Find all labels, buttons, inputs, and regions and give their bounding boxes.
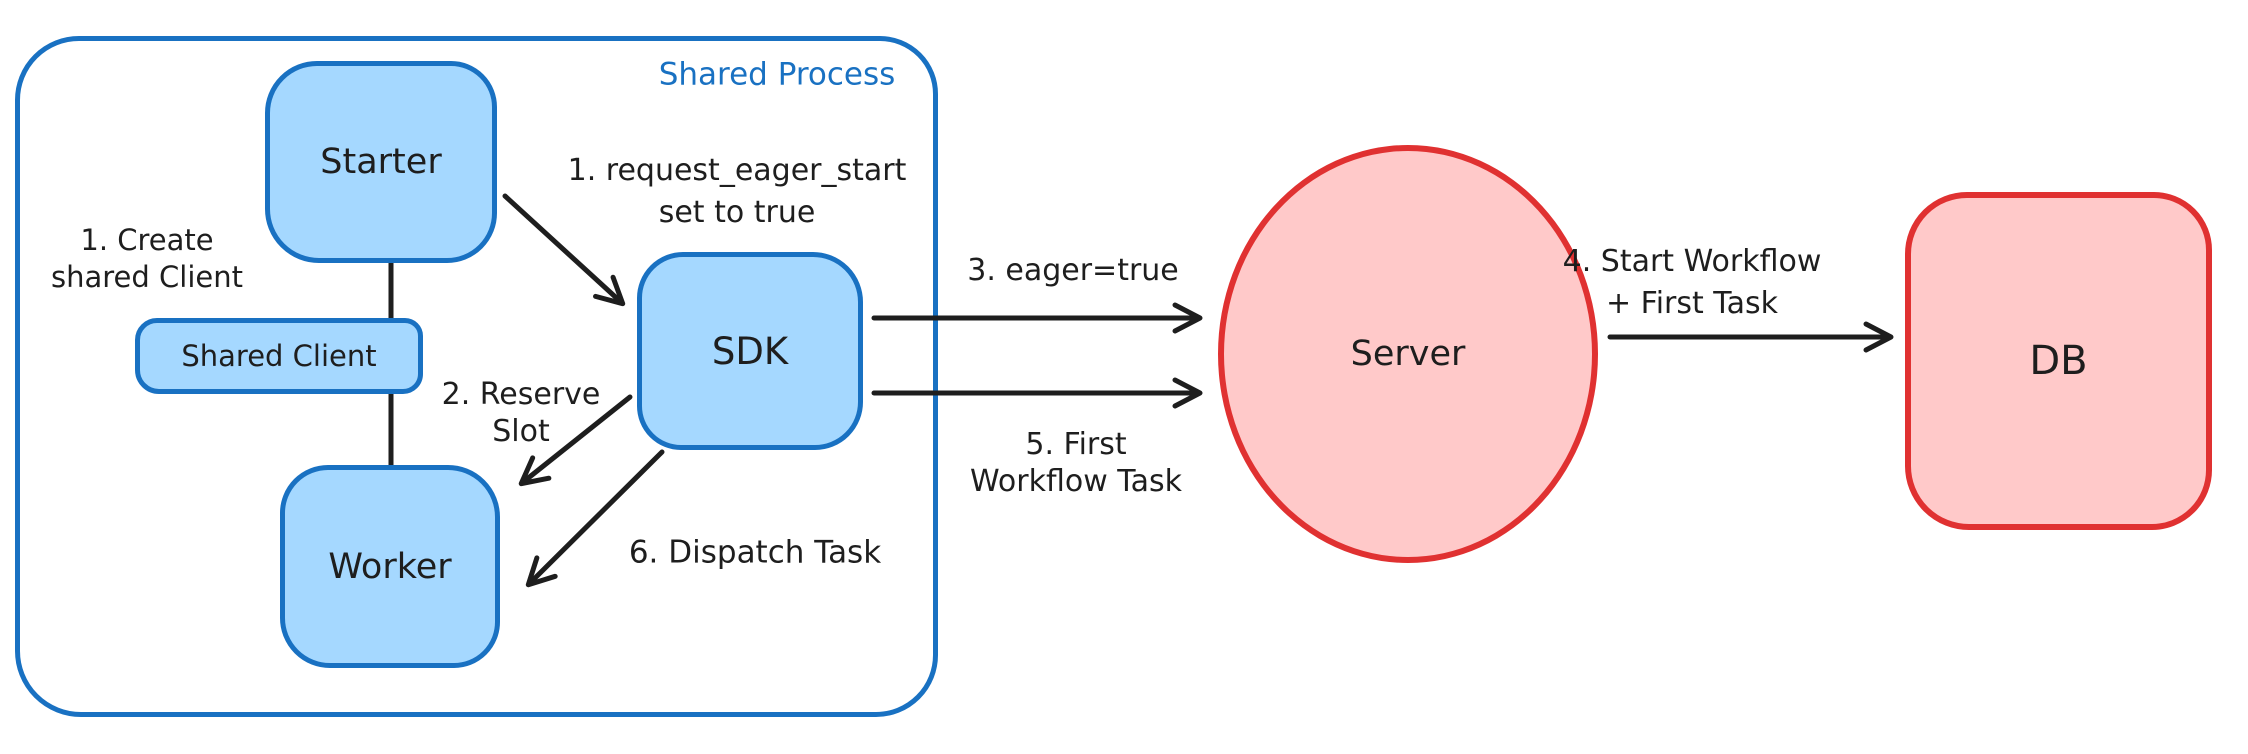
annotation-reserve-slot: 2. Reserve Slot <box>442 376 601 450</box>
node-server-label: Server <box>1350 334 1466 374</box>
shared-process-container <box>15 36 938 717</box>
annotation-first-workflow-task-line1: 5. First <box>1025 427 1127 462</box>
annotation-request-eager-start: 1. request_eager_start set to true <box>568 150 907 234</box>
node-db: DB <box>1905 192 2212 530</box>
annotation-reserve-slot-line2: Slot <box>492 414 550 450</box>
node-starter: Starter <box>265 61 497 263</box>
annotation-first-workflow-task: 5. First Workflow Task <box>970 427 1182 500</box>
annotation-request-eager-start-line1: 1. request_eager_start <box>567 153 907 188</box>
annotation-create-shared-client-line2: shared Client <box>51 260 243 295</box>
node-server: Server <box>1218 145 1598 563</box>
node-worker: Worker <box>280 465 500 668</box>
node-worker-label: Worker <box>328 546 452 587</box>
annotation-eager-true: 3. eager=true <box>967 253 1179 288</box>
node-shared-client: Shared Client <box>135 318 423 394</box>
annotation-start-workflow: 4. Start Workflow + First Task <box>1563 241 1822 325</box>
annotation-request-eager-start-line2: set to true <box>658 195 816 230</box>
annotation-start-workflow-line2: + First Task <box>1605 286 1779 321</box>
shared-process-label: Shared Process <box>658 56 896 93</box>
node-db-label: DB <box>2029 338 2088 384</box>
node-sdk-label: SDK <box>711 329 789 373</box>
annotation-start-workflow-line1: 4. Start Workflow <box>1562 244 1822 279</box>
node-shared-client-label: Shared Client <box>181 339 377 373</box>
annotation-dispatch-task: 6. Dispatch Task <box>628 534 882 571</box>
annotation-first-workflow-task-line2: Workflow Task <box>969 463 1183 499</box>
node-starter-label: Starter <box>320 142 442 182</box>
annotation-create-shared-client-line1: 1. Create <box>80 223 214 257</box>
node-sdk: SDK <box>637 252 863 450</box>
annotation-create-shared-client: 1. Create shared Client <box>51 222 243 296</box>
annotation-reserve-slot-line1: 2. Reserve <box>441 377 601 412</box>
